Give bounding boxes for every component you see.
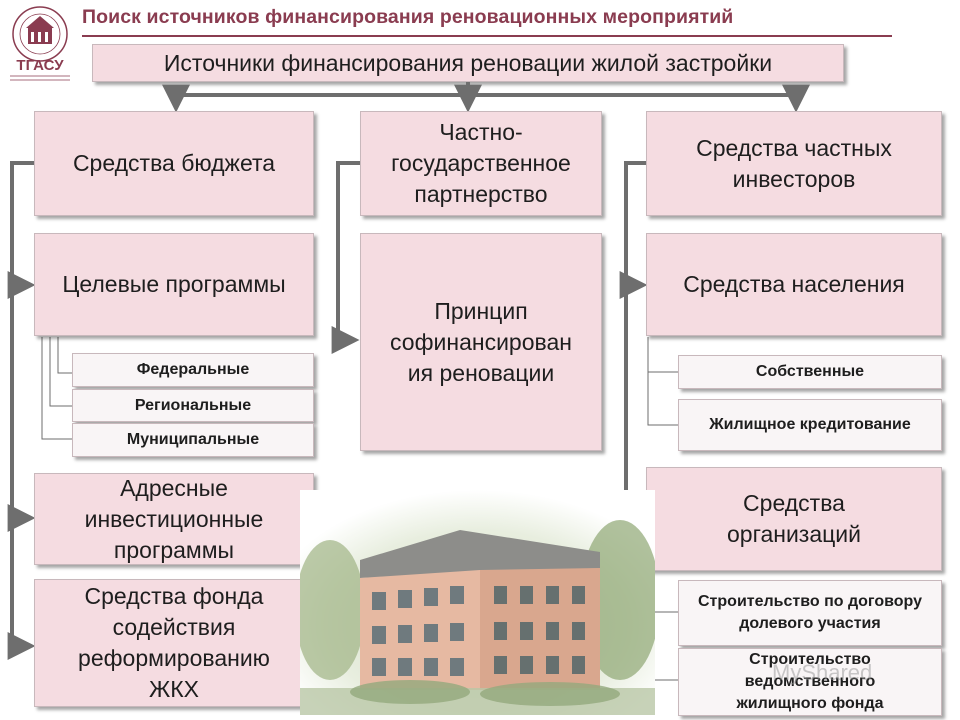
- private-investors-label: Средства частных инвесторов: [696, 134, 892, 192]
- address-programs-label: Адресные инвестиционные программы: [84, 474, 264, 563]
- own-funds-label: Собственные: [755, 363, 865, 380]
- regional-label: Региональные: [134, 396, 252, 414]
- left-trunk: [7, 161, 36, 660]
- logo: ТГАСУ: [2, 4, 78, 84]
- population-label: Средства населения: [683, 271, 905, 297]
- budget-label: Средства бюджета: [72, 150, 276, 176]
- federal-label: Федеральные: [136, 361, 250, 378]
- box-budget: Средства бюджета: [34, 111, 314, 216]
- university-seal-icon: ТГАСУ: [10, 6, 70, 81]
- bracket-municipal: [41, 337, 72, 440]
- box-departmental-housing: Строительство ведомственного жилищного ф…: [678, 648, 942, 716]
- box-mortgage: Жилищное кредитование: [678, 399, 942, 451]
- svg-text:ТГАСУ: ТГАСУ: [16, 57, 64, 74]
- box-cofinancing: Принцип софинансирован ия реновации: [360, 233, 602, 451]
- root-box: Источники финансирования реновации жилой…: [92, 44, 844, 82]
- mortgage-label: Жилищное кредитование: [709, 416, 911, 433]
- box-reform-fund: Средства фонда содействия реформированию…: [34, 579, 314, 707]
- cofinancing-label: Принцип софинансирован ия реновации: [390, 297, 572, 386]
- municipal-label: Муниципальные: [126, 431, 260, 448]
- right-trunk: [619, 161, 648, 532]
- box-organizations: Средства организаций: [646, 467, 942, 571]
- box-private-investors: Средства частных инвесторов: [646, 111, 942, 216]
- title-underline: [82, 35, 892, 37]
- middle-trunk: [331, 161, 360, 354]
- box-shared-construction: Строительство по договору долевого участ…: [678, 580, 942, 646]
- bracket-population: [647, 337, 678, 426]
- watermark: MyShared: [772, 660, 873, 685]
- organizations-label: Средства организаций: [726, 490, 861, 547]
- box-ppp: Частно- государственное партнерство: [360, 111, 602, 216]
- page-title: Поиск источников финансирования реноваци…: [82, 6, 734, 28]
- box-own-funds: Собственные: [678, 355, 942, 389]
- shared-construction-label: Строительство по договору долевого участ…: [698, 593, 922, 632]
- box-address-programs: Адресные инвестиционные программы: [34, 473, 314, 565]
- box-target-programs: Целевые программы: [34, 233, 314, 336]
- root-label: Источники финансирования реновации жилой…: [163, 49, 773, 76]
- target-programs-label: Целевые программы: [62, 271, 286, 297]
- box-population: Средства населения: [646, 233, 942, 336]
- reform-fund-label: Средства фонда содействия реформированию…: [78, 583, 270, 702]
- ppp-label: Частно- государственное партнерство: [391, 119, 571, 207]
- box-federal: Федеральные: [72, 353, 314, 387]
- departmental-housing-label: Строительство ведомственного жилищного ф…: [736, 651, 884, 712]
- bracket-federal: [57, 337, 72, 374]
- box-municipal: Муниципальные: [72, 423, 314, 457]
- box-regional: Региональные: [72, 389, 314, 422]
- building-photo: [295, 490, 660, 715]
- bracket-regional: [49, 337, 72, 407]
